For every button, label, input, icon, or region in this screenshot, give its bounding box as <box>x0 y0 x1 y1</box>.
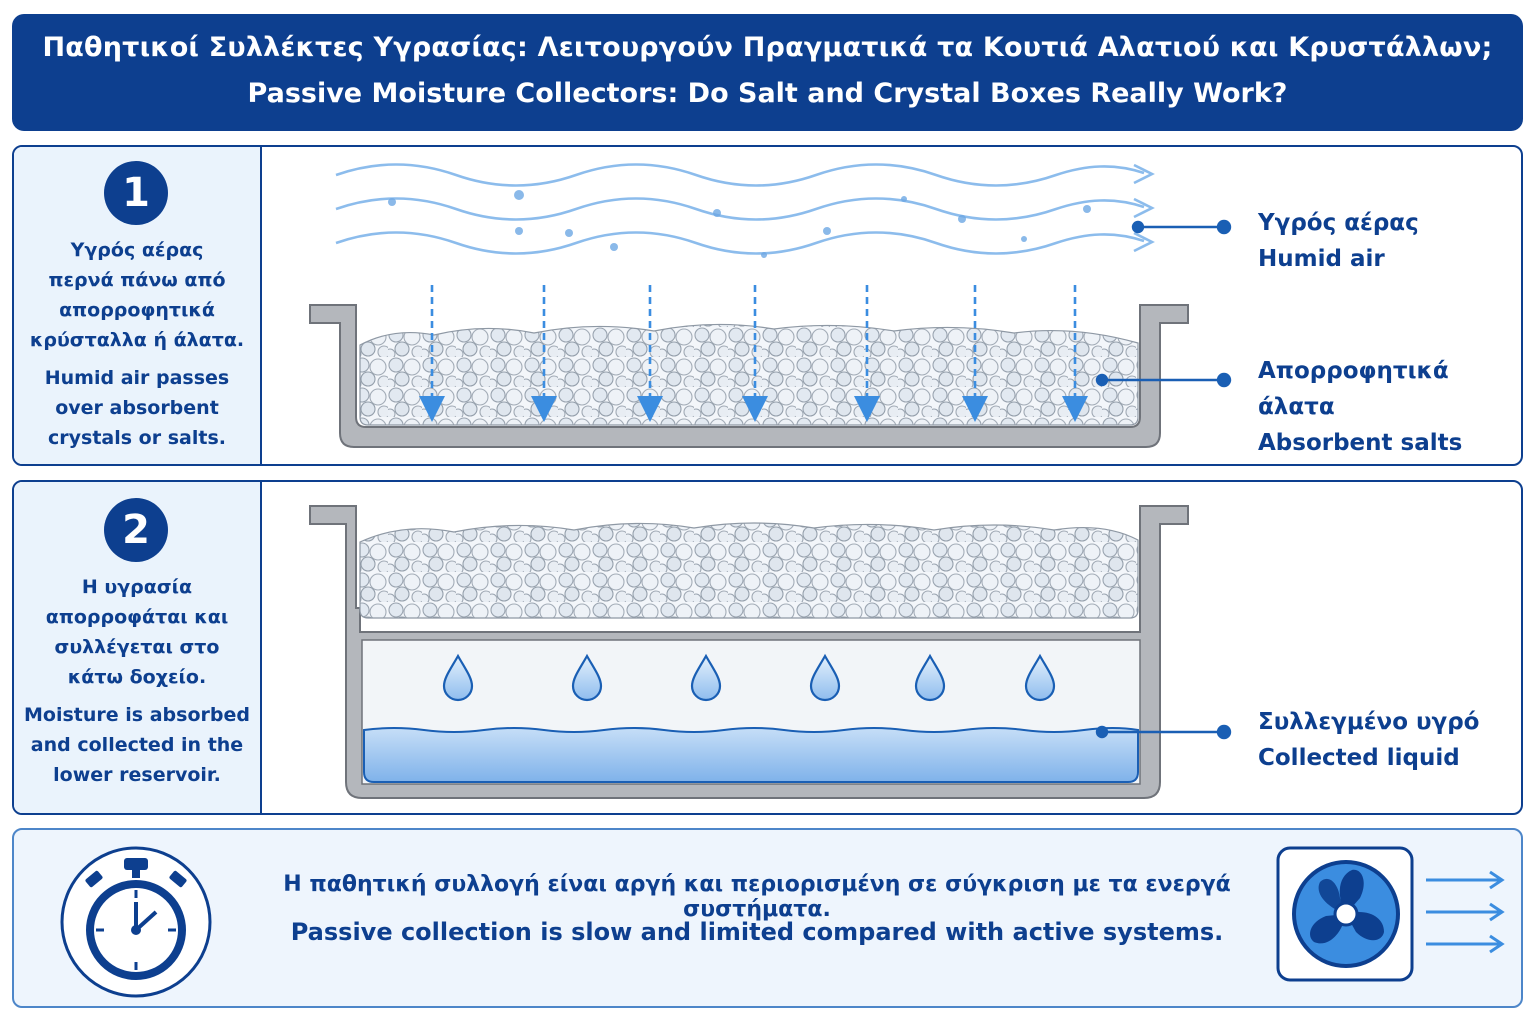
step-1-greek-text: Υγρός αέρας περνά πάνω από απορροφητικά … <box>29 239 245 351</box>
absorbent-salts <box>359 323 1139 426</box>
humid-air-waves <box>335 163 1145 255</box>
water-drops <box>442 653 1056 702</box>
step-2-diagram <box>309 505 1232 799</box>
step-1-panel: 1 Υγρός αέρας περνά πάνω από απορροφητικ… <box>12 145 1523 466</box>
step-2-english-text: Moisture is absorbed and collected in th… <box>24 704 250 786</box>
step-2-panel: 2 Η υγρασία απορροφάται και συλλέγεται σ… <box>12 480 1523 815</box>
conclusion-greek: Η παθητική συλλογή είναι αργή και περιορ… <box>283 872 1231 922</box>
stopwatch-icon <box>60 846 212 998</box>
conclusion-panel: Η παθητική συλλογή είναι αργή και περιορ… <box>12 828 1523 1008</box>
fan-icon <box>1276 846 1414 982</box>
callout-collected-liquid: Συλλεγμένο υγρό Collected liquid <box>1258 709 1480 771</box>
step-1-diagram <box>309 163 1232 448</box>
title-banner: Παθητικοί Συλλέκτες Υγρασίας: Λειτουργού… <box>12 14 1523 131</box>
callout-humid-air: Υγρός αέρας Humid air <box>1258 210 1419 272</box>
moisture-down-arrows <box>419 285 1088 422</box>
collected-liquid <box>363 727 1139 783</box>
title-greek: Παθητικοί Συλλέκτες Υγρασίας: Λειτουργού… <box>42 32 1493 63</box>
step-1-number: 1 <box>104 161 168 225</box>
callout-absorbent-salts: Απορροφητικά άλατα Absorbent salts <box>1258 358 1463 456</box>
airflow-arrows <box>1426 870 1505 954</box>
conclusion-english: Passive collection is slow and limited c… <box>290 918 1224 946</box>
title-english: Passive Moisture Collectors: Do Salt and… <box>247 78 1288 109</box>
step-2-greek-text: Η υγρασία απορροφάται και συλλέγεται στο… <box>45 576 229 688</box>
absorbent-salts-upper <box>359 522 1139 619</box>
step-2-description: 2 Η υγρασία απορροφάται και συλλέγεται σ… <box>14 482 262 813</box>
step-2-number: 2 <box>104 498 168 562</box>
step-1-description: 1 Υγρός αέρας περνά πάνω από απορροφητικ… <box>14 147 262 464</box>
step-1-english-text: Humid air passes over absorbent crystals… <box>44 367 230 449</box>
collector-tray <box>309 304 1189 448</box>
